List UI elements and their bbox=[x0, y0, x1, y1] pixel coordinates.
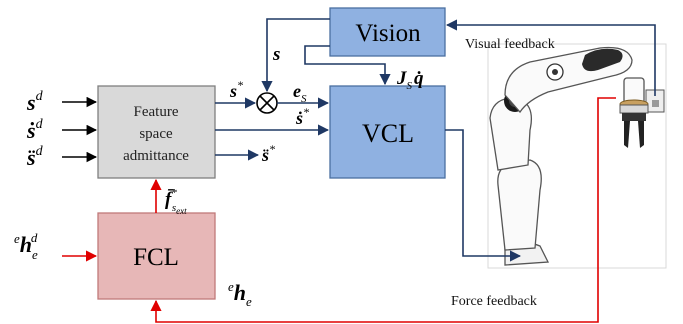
admittance-block-rect bbox=[97, 85, 216, 179]
error-label: eS bbox=[293, 81, 307, 105]
s-desired-label: sd bbox=[26, 89, 44, 115]
vision-block: Vision bbox=[329, 7, 446, 57]
s-dot-star-label: ṡ* bbox=[295, 105, 309, 128]
external-force-label: f̄*sext bbox=[165, 187, 187, 216]
measured-wrench-label: ehe bbox=[228, 279, 252, 309]
admittance-label-line-2: space bbox=[139, 126, 173, 142]
visual-feedback-label: Visual feedback bbox=[465, 37, 555, 52]
vision-label: Vision bbox=[355, 20, 421, 47]
force-feedback-label: Force feedback bbox=[451, 294, 537, 309]
s-ddot-desired-label: s̈d bbox=[26, 144, 44, 170]
vcl-block: VCL bbox=[329, 85, 446, 179]
fcl-label: FCL bbox=[133, 244, 179, 271]
reference-input-arrows bbox=[62, 96, 98, 163]
s-star-label: s* bbox=[229, 78, 243, 101]
s-feedback-label: s bbox=[272, 44, 280, 65]
fcl-block: FCL bbox=[97, 212, 216, 300]
vcl-block-rect bbox=[329, 85, 446, 179]
signal-arrows bbox=[215, 18, 656, 262]
desired-wrench-label: ehed bbox=[14, 230, 38, 262]
s-dot-desired-label: ṡd bbox=[26, 117, 44, 143]
admittance-block: Feature space admittance bbox=[97, 85, 216, 179]
robot-arm-image bbox=[487, 43, 667, 269]
admittance-label-line-3: admittance bbox=[123, 148, 189, 164]
summing-junction bbox=[256, 92, 278, 114]
vision-block-rect bbox=[329, 7, 446, 57]
s-ddot-star-label: s̈* bbox=[261, 142, 275, 165]
admittance-label-line-1: Feature bbox=[134, 104, 179, 120]
vcl-label: VCL bbox=[362, 119, 414, 148]
force-arrows bbox=[62, 97, 616, 323]
